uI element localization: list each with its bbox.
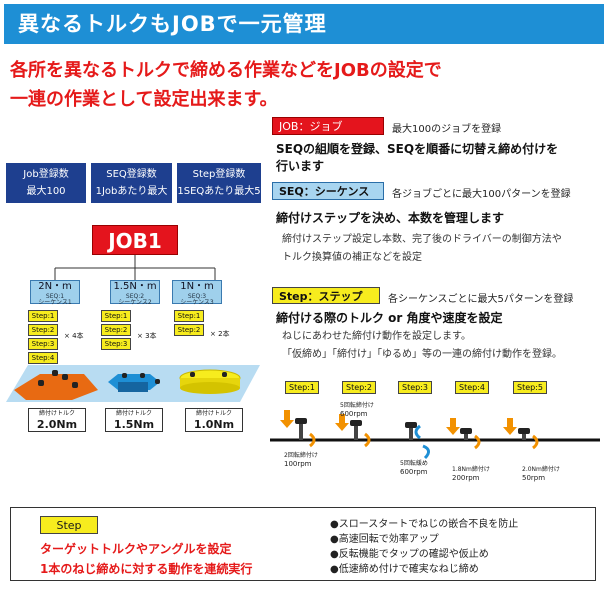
job1-label: JOB1 xyxy=(92,225,178,255)
lead-line-2: 一連の作業として設定出来ます。 xyxy=(10,89,278,110)
seq-sub-2: トルク換算値の補正などを設定 xyxy=(282,252,422,263)
bullet-3: ●反転機能でタップの確認や仮止め xyxy=(330,549,489,560)
timeline-diagram xyxy=(270,410,600,460)
step-desc: 締付ける際のトルク or 角度や速度を設定 xyxy=(276,311,503,325)
timeline-note-2: 5回転締付け 600rpm xyxy=(340,402,374,418)
timeline-note-3-speed: 600rpm xyxy=(400,468,428,476)
summary-box xyxy=(10,507,596,581)
seq2-code: SEQ:2 xyxy=(125,293,145,300)
summary-red-2: 1本のねじ締めに対する動作を連続実行 xyxy=(40,562,253,576)
timeline-note-4: 1.8Nm締付け 200rpm xyxy=(452,466,490,482)
seq2-step-1: Step:1 xyxy=(101,310,131,322)
seq3-name: シーケンス3 xyxy=(180,299,214,306)
timeline-note-3: 5回転緩め 600rpm xyxy=(400,460,428,476)
down-arrow-icon xyxy=(280,410,517,435)
seq2-name: シーケンス2 xyxy=(118,299,152,306)
timeline-step-3: Step:3 xyxy=(398,381,432,394)
seq1-multiplier: × 4本 xyxy=(64,332,84,340)
seq-box-2: 1.5N・m SEQ:2 シーケンス2 xyxy=(110,280,160,306)
timeline-note-2-action: 5回転締付け xyxy=(340,402,374,409)
summary-step-tag: Step xyxy=(40,516,98,534)
screw-icon xyxy=(295,418,530,440)
timeline-note-2-speed: 600rpm xyxy=(340,410,368,418)
seq-count-value: 1Jobあたり最大100 xyxy=(95,186,168,214)
step-tag: Step：ステップ xyxy=(272,287,380,304)
job-desc-1: SEQの組順を登録、SEQを順番に切替え締め付けを xyxy=(276,142,559,156)
page-title: 異なるトルクもJOBで一元管理 xyxy=(4,4,604,44)
timeline-note-1-speed: 100rpm xyxy=(284,460,312,468)
seq1-step-3: Step:3 xyxy=(28,338,58,350)
timeline-note-1: 2回転締付け 100rpm xyxy=(284,452,318,468)
timeline-step-5: Step:5 xyxy=(513,381,547,394)
torque3-value: 1.0Nm xyxy=(193,418,235,431)
seq2-multiplier: × 3本 xyxy=(137,332,157,340)
rotation-arrow-icon xyxy=(309,432,539,450)
bullet-1: ●スロースタートでねじの嵌合不良を防止 xyxy=(330,519,519,530)
torque-box-3: 締付けトルク 1.0Nm xyxy=(185,408,243,432)
bullet-2: ●高速回転で効率アップ xyxy=(330,534,439,545)
timeline-note-4-action: 1.8Nm締付け xyxy=(452,466,490,473)
seq3-step-1: Step:1 xyxy=(174,310,204,322)
step-sub-2: 「仮締め」「締付け」「ゆるめ」等の一連の締付け動作を登録。 xyxy=(282,349,562,360)
seq1-code: SEQ:1 xyxy=(45,293,65,300)
seq1-name: シーケンス1 xyxy=(38,299,72,306)
step-count-title: Step登録数 xyxy=(192,169,246,180)
job-count-title: Job登録数 xyxy=(23,169,69,180)
torque2-value: 1.5Nm xyxy=(113,418,155,431)
job-note: 最大100のジョブを登録 xyxy=(392,124,502,135)
seq2-step-3: Step:3 xyxy=(101,338,131,350)
step-sub-1: ねじにあわせた締付け動作を設定します。 xyxy=(282,331,471,342)
summary-red-1: ターゲットトルクやアングルを設定 xyxy=(40,542,232,556)
seq3-step-2: Step:2 xyxy=(174,324,204,336)
seq1-torque: 2N・m xyxy=(38,281,72,292)
seq-count-box: SEQ登録数 1Jobあたり最大100 xyxy=(91,163,172,214)
job-tag: JOB：ジョブ xyxy=(272,117,384,135)
torque2-label: 締付けトルク xyxy=(115,410,152,417)
seq1-step-2: Step:2 xyxy=(28,324,58,336)
torque3-label: 締付けトルク xyxy=(195,410,232,417)
step-count-value: 1SEQあたり最大5 xyxy=(177,186,261,197)
step-note: 各シーケンスごとに最大5パターンを登録 xyxy=(388,294,574,305)
timeline-note-5-action: 2.0Nm締付け xyxy=(522,466,560,473)
step-count-box: Step登録数 1SEQあたり最大5 xyxy=(177,163,261,203)
seq3-torque: 1N・m xyxy=(180,281,214,292)
seq-box-1: 2N・m SEQ:1 シーケンス1 xyxy=(30,280,80,306)
timeline-step-2: Step:2 xyxy=(342,381,376,394)
timeline-note-5-speed: 50rpm xyxy=(522,474,546,482)
torque-box-1: 締付けトルク 2.0Nm xyxy=(28,408,86,432)
timeline-note-4-speed: 200rpm xyxy=(452,474,480,482)
job-desc-2: 行います xyxy=(276,159,325,173)
seq3-multiplier: × 2本 xyxy=(210,330,230,338)
job-count-box: Job登録数 最大100 xyxy=(6,163,86,203)
torque1-label: 締付けトルク xyxy=(38,410,75,417)
screw-icon xyxy=(38,370,78,388)
seq2-torque: 1.5N・m xyxy=(113,281,157,292)
workpiece-illustration xyxy=(6,365,260,402)
seq1-step-1: Step:1 xyxy=(28,310,58,322)
seq-tag: SEQ：シーケンス xyxy=(272,182,384,200)
timeline-step-4: Step:4 xyxy=(455,381,489,394)
timeline-note-1-action: 2回転締付け xyxy=(284,452,318,459)
seq-sub-1: 締付けステップ設定し本数、完了後のドライバーの制御方法や xyxy=(282,234,562,245)
lead-line-1: 各所を異なるトルクで締める作業などをJOBの設定で xyxy=(10,60,442,81)
timeline-note-3-action: 5回転緩め xyxy=(400,460,428,467)
timeline-note-5: 2.0Nm締付け 50rpm xyxy=(522,466,560,482)
seq2-step-2: Step:2 xyxy=(101,324,131,336)
timeline-step-1: Step:1 xyxy=(285,381,319,394)
torque-box-2: 締付けトルク 1.5Nm xyxy=(105,408,163,432)
bullet-4: ●低速締め付けで確実なねじ締め xyxy=(330,564,479,575)
seq-note: 各ジョブごとに最大100パターンを登録 xyxy=(392,189,571,200)
reverse-arrow-icon xyxy=(414,424,430,460)
seq-box-3: 1N・m SEQ:3 シーケンス3 xyxy=(172,280,222,306)
torque1-value: 2.0Nm xyxy=(36,418,78,431)
seq-count-title: SEQ登録数 xyxy=(106,169,157,180)
seq-desc: 締付けステップを決め、本数を管理します xyxy=(276,211,505,225)
seq3-code: SEQ:3 xyxy=(187,293,207,300)
seq1-step-4: Step:4 xyxy=(28,352,58,364)
job-count-value: 最大100 xyxy=(26,186,66,197)
